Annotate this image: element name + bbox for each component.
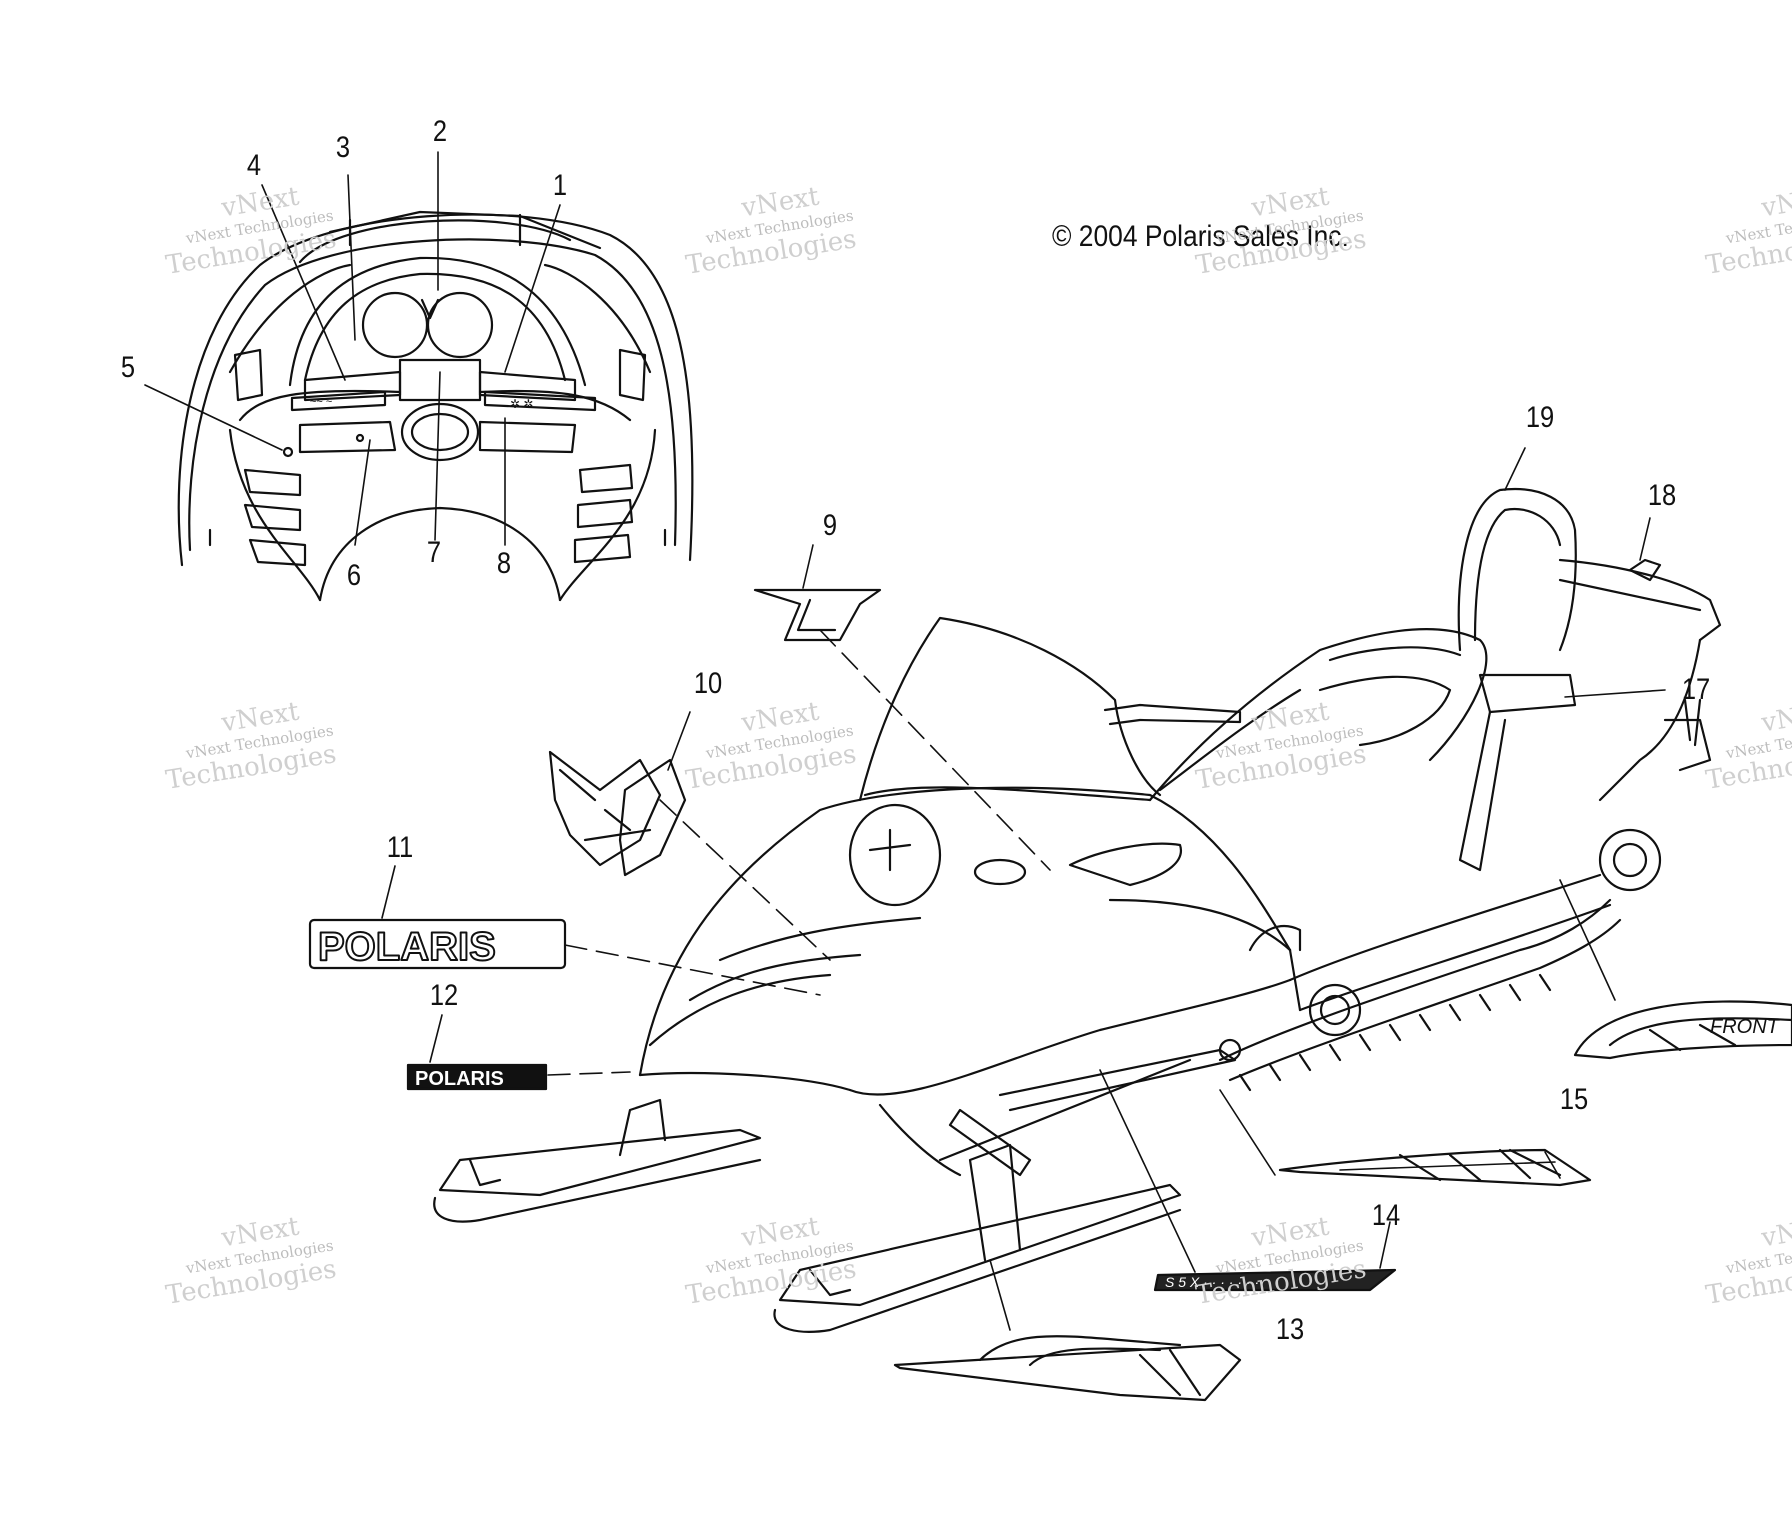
svg-text:~~ ~: ~~ ~ (310, 396, 332, 408)
decal-13 (893, 1335, 1242, 1402)
callout-17: 17 (1681, 673, 1711, 706)
callout-6: 6 (346, 559, 362, 592)
decal-11-polaris: POLARIS (308, 918, 567, 970)
decal-15 (1278, 1148, 1592, 1187)
console-inset: ~~ ~ ✲ ✲ (177, 210, 694, 602)
polaris-small-text: POLARIS (415, 1068, 504, 1090)
callout-19: 19 (1525, 401, 1555, 434)
decal-14: S 5 X · · · · · · · (1153, 1268, 1397, 1292)
inset-leaders (144, 151, 561, 546)
callout-8: 8 (496, 547, 512, 580)
main-leaders (381, 447, 1666, 1331)
callout-13: 13 (1275, 1313, 1305, 1346)
callout-10: 10 (693, 667, 723, 700)
callout-18: 18 (1647, 479, 1677, 512)
callout-7: 7 (426, 536, 442, 569)
snowmobile-body (433, 488, 1722, 1333)
callout-4: 4 (246, 149, 262, 182)
callout-14: 14 (1371, 1199, 1401, 1232)
decal-9 (753, 588, 882, 642)
svg-text:S 5 X · · · · · · ·: S 5 X · · · · · · · (1165, 1274, 1259, 1290)
decal-side-panel: FRONT (1573, 1000, 1792, 1060)
decal-10 (548, 750, 687, 877)
callout-3: 3 (335, 131, 351, 164)
svg-text:✲ ✲: ✲ ✲ (510, 397, 533, 411)
decal-12-polaris: POLARIS (406, 1063, 548, 1091)
callout-1: 1 (552, 169, 568, 202)
callout-9: 9 (822, 509, 838, 542)
callout-12: 12 (429, 979, 459, 1012)
callout-5: 5 (120, 351, 136, 384)
callout-2: 2 (432, 115, 448, 148)
callout-15: 15 (1559, 1083, 1589, 1116)
polaris-large-text: POLARIS (318, 925, 496, 969)
callout-11: 11 (386, 831, 414, 864)
copyright-notice: © 2004 Polaris Sales Inc. (1052, 220, 1349, 253)
side-stripe-text: FRONT (1710, 1016, 1781, 1038)
